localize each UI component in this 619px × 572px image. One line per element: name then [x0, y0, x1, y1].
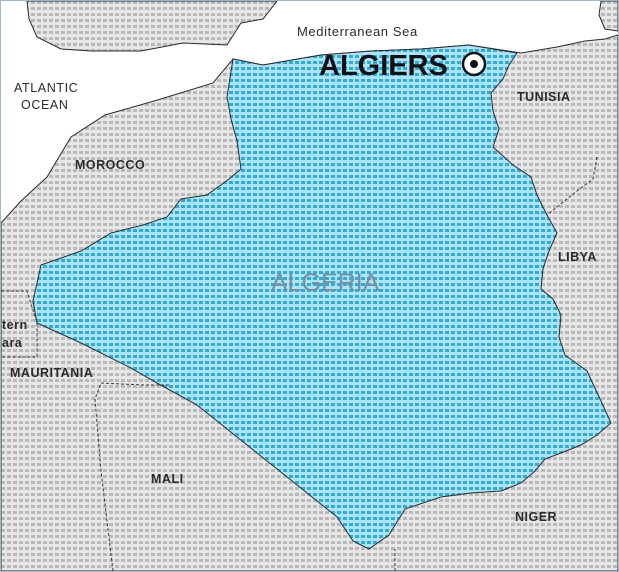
mali-label[interactable]: MALI — [151, 472, 184, 486]
mauritania-label[interactable]: MAURITANIA — [10, 366, 93, 380]
border-tunisia-libya — [546, 156, 598, 216]
western-sahara-label-line1[interactable]: tern — [2, 318, 28, 332]
italy-landmass — [598, 1, 618, 32]
capital-label[interactable]: ALGIERS — [319, 50, 448, 82]
border-western-sahara — [1, 290, 38, 358]
algeria-region — [32, 44, 612, 550]
sea-label: Mediterranean Sea — [297, 24, 418, 39]
ocean-label-line2: OCEAN — [21, 98, 68, 112]
western-sahara-label-line2[interactable]: ara — [2, 336, 23, 350]
morocco-label[interactable]: MOROCCO — [75, 158, 145, 172]
tunisia-label[interactable]: TUNISIA — [517, 90, 571, 104]
dashed-borders — [1, 156, 598, 571]
niger-label[interactable]: NIGER — [515, 510, 557, 524]
europe-landmass — [26, 1, 278, 52]
libya-label[interactable]: LIBYA — [558, 250, 597, 264]
ocean-label-line1: ATLANTIC — [14, 81, 78, 95]
algeria-label[interactable]: ALGERIA — [271, 269, 380, 297]
border-mauritania-mali — [94, 382, 169, 571]
capital-star-circle-icon[interactable] — [461, 51, 487, 77]
